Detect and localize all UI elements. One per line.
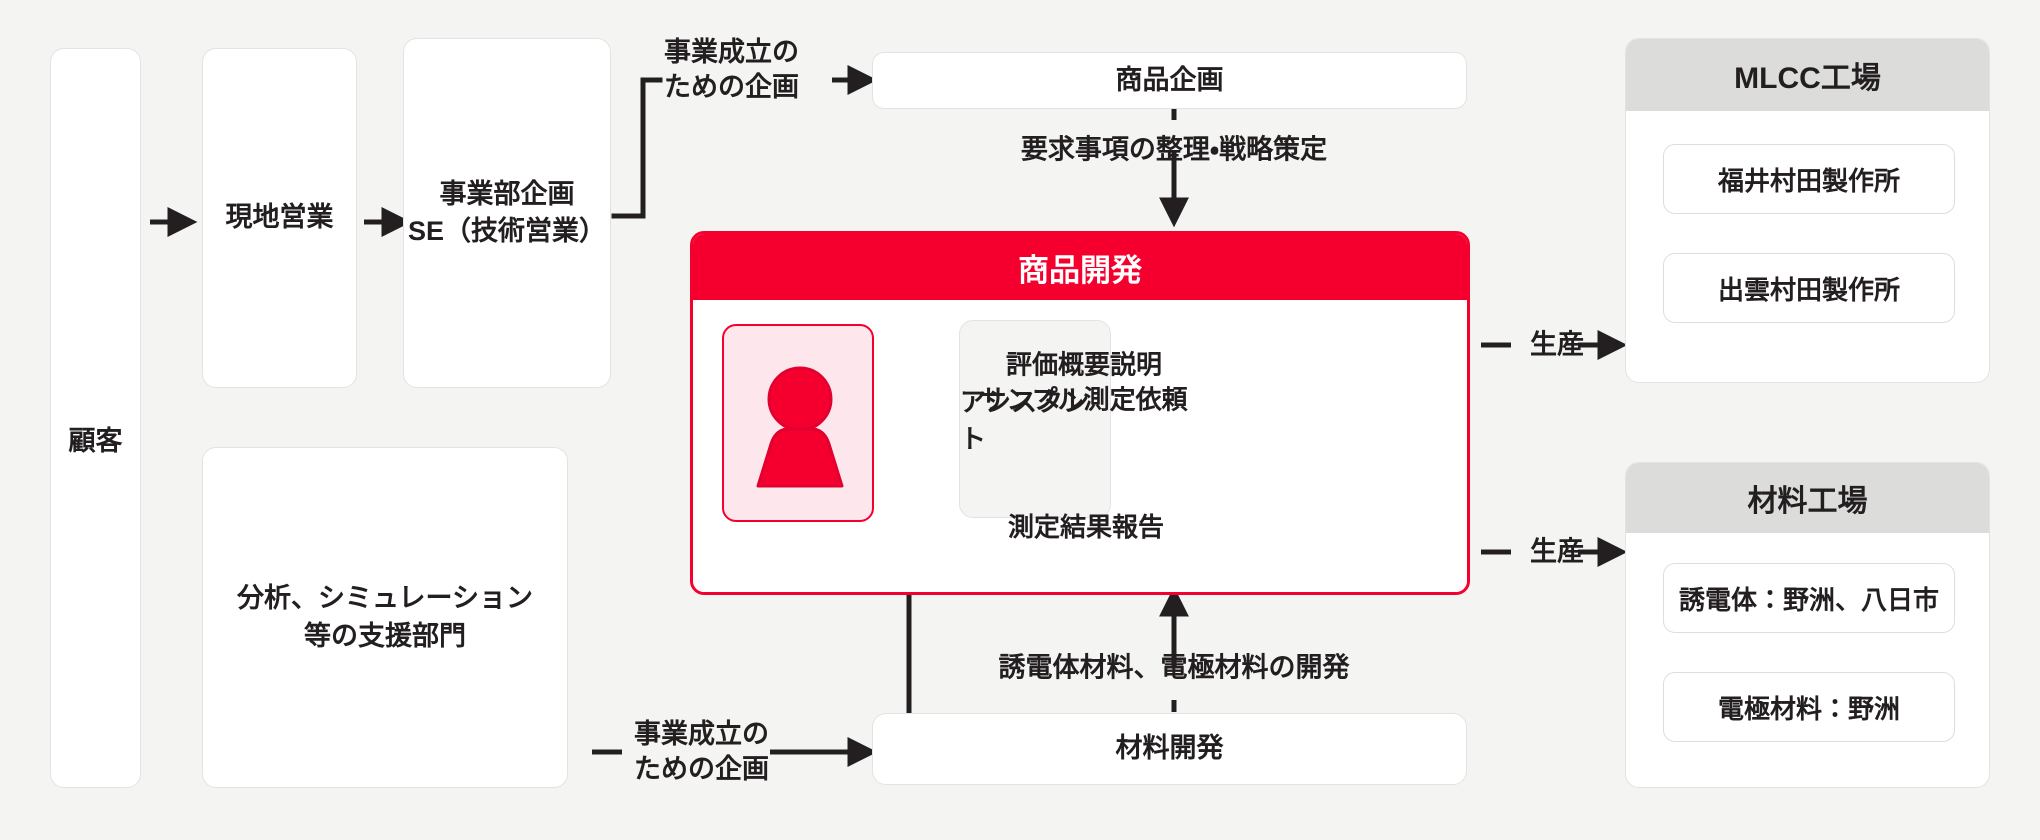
panel-material-factory[interactable]: 材料工場 誘電体：野洲、八日市 電極材料：野洲 — [1625, 462, 1990, 788]
node-division-planning[interactable]: 事業部企画 SE（技術営業） — [403, 38, 611, 388]
node-division-planning-label: 事業部企画 SE（技術営業） — [407, 178, 607, 246]
factory-item-izumo[interactable]: 出雲村田製作所 — [1663, 253, 1955, 323]
label-production-bottom: 生産 — [1530, 536, 1584, 567]
factory-item-dielectric[interactable]: 誘電体：野洲、八日市 — [1663, 563, 1955, 633]
panel-product-development-title: 商品開発 — [1018, 252, 1142, 288]
factory-item-dielectric-label: 誘電体：野洲、八日市 — [1678, 584, 1939, 615]
card-assistant-label: アシスタント — [960, 387, 1089, 454]
node-support-department[interactable]: 分析、シミュレーション 等の支援部門 — [202, 447, 568, 788]
panel-mlcc-factory[interactable]: MLCC工場 福井村田製作所 出雲村田製作所 — [1625, 38, 1990, 383]
label-material-dev-up: 誘電体材料、電極材料の開発 — [998, 652, 1350, 683]
factory-item-fukui[interactable]: 福井村田製作所 — [1663, 144, 1955, 214]
label-evaluation-request: 評価概要説明 サンプル測定依頼 — [980, 349, 1188, 415]
node-product-planning-label: 商品企画 — [1115, 64, 1224, 95]
label-production-top: 生産 — [1530, 329, 1584, 360]
label-plan-to-material-dev: 事業成立の ための企画 — [634, 718, 769, 784]
factory-item-izumo-label: 出雲村田製作所 — [1717, 274, 1900, 305]
node-material-development[interactable]: 材料開発 — [872, 713, 1467, 785]
factory-item-fukui-label: 福井村田製作所 — [1717, 165, 1900, 196]
label-plan-to-product-planning: 事業成立の ための企画 — [664, 37, 799, 103]
person-icon — [756, 366, 844, 488]
panel-mlcc-factory-title: MLCC工場 — [1626, 39, 1989, 111]
factory-item-electrode[interactable]: 電極材料：野洲 — [1663, 672, 1955, 742]
card-product-developer[interactable] — [722, 324, 874, 522]
panel-product-development-body: アシスタント — [693, 300, 1467, 592]
label-measurement-report: 測定結果報告 — [1007, 512, 1165, 543]
node-product-planning[interactable]: 商品企画 — [872, 52, 1467, 109]
node-material-development-label: 材料開発 — [1115, 733, 1224, 764]
panel-material-factory-title: 材料工場 — [1626, 463, 1989, 533]
card-assistant[interactable]: アシスタント — [959, 320, 1111, 518]
label-requirements: 要求事項の整理・戦略策定 — [1020, 134, 1328, 165]
node-customer-label: 顧客 — [68, 426, 123, 456]
node-field-sales[interactable]: 現地営業 — [202, 48, 357, 388]
panel-product-development[interactable]: 商品開発 アシスタント — [690, 231, 1470, 595]
node-field-sales-label: 現地営業 — [225, 202, 334, 233]
factory-item-electrode-label: 電極材料：野洲 — [1717, 693, 1900, 724]
node-support-department-label: 分析、シミュレーション 等の支援部門 — [237, 583, 533, 651]
panel-product-development-header: 商品開発 — [693, 234, 1467, 300]
node-customer[interactable]: 顧客 — [50, 48, 141, 788]
bracket-division-planning-to-product-planning — [611, 77, 663, 219]
panel-material-factory-title-label: 材料工場 — [1747, 485, 1868, 518]
panel-mlcc-factory-title-label: MLCC工場 — [1734, 62, 1881, 95]
